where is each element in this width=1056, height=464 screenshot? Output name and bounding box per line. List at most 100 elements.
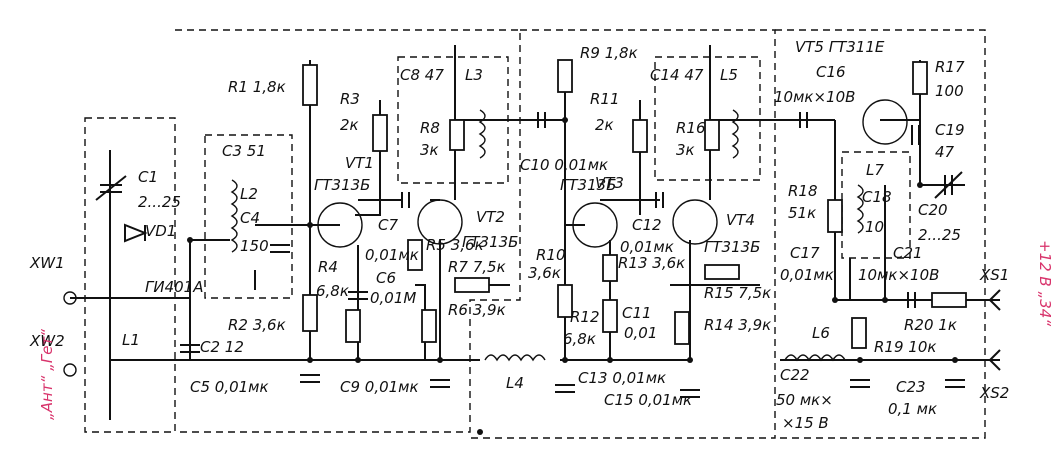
label-vd1: VD1 [145, 222, 176, 240]
resistor-r14 [674, 311, 690, 345]
label-c17v: 0,01мк [780, 266, 834, 284]
label-c3: C3 51 [222, 142, 266, 160]
connector-xw1 [63, 291, 77, 305]
label-xs2: XS2 [979, 384, 1009, 402]
capacitor-c7 [401, 192, 410, 208]
label-r16: R16 [676, 119, 706, 137]
label-r16v: 3к [676, 141, 695, 159]
label-r17: R17 [935, 58, 965, 76]
label-vt4: VT4 [726, 211, 755, 229]
label-r18v: 51к [788, 204, 816, 222]
label-c17: C17 [790, 244, 820, 262]
label-r2: R2 3,6к [228, 316, 286, 334]
label-l7: L7 [866, 161, 884, 179]
inductor-l5 [731, 109, 739, 159]
label-c14: C14 47 [650, 66, 704, 84]
junction-dots [187, 117, 958, 435]
label-xs1: XS1 [979, 266, 1009, 284]
capacitor-c23 [945, 379, 965, 388]
capacitor-c10 [537, 112, 546, 128]
resistor-r10 [557, 284, 573, 318]
label-c20v: 2...25 [918, 226, 961, 244]
label-r3: R3 [340, 90, 360, 108]
label-r11v: 2к [595, 116, 614, 134]
capacitor-c13 [555, 384, 575, 393]
label-r8: R8 [420, 119, 440, 137]
label-c7v: 0,01мк [365, 246, 419, 264]
label-r12: R12 [570, 308, 600, 326]
label-xw2: XW2 [29, 332, 65, 350]
label-l6: L6 [812, 324, 830, 342]
capacitor-c5 [300, 374, 320, 383]
label-vt1: VT1 [345, 154, 374, 172]
label-c2: C2 12 [200, 338, 244, 356]
resistor-r11 [632, 119, 648, 153]
label-c18: C18 [862, 188, 892, 206]
transistor-vt4 [672, 199, 718, 245]
inductor-l2 [230, 179, 238, 253]
transistor-vt1 [317, 202, 363, 248]
capacitor-c16 [799, 112, 808, 128]
label-l3: L3 [465, 66, 483, 84]
label-c23v: 0,1 мк [888, 400, 937, 418]
label-c16: C16 [816, 63, 846, 81]
label-l2: L2 [240, 185, 258, 203]
connector-xw2 [63, 363, 77, 377]
resistor-r1 [302, 64, 318, 106]
label-c6v: 0,01М [370, 289, 416, 307]
label-vt3: VT3 [595, 174, 624, 192]
resistor-r8 [449, 119, 465, 151]
label-vd1t: ГИ401А [145, 278, 203, 296]
label-c18v: 10 [865, 218, 884, 236]
label-r3v: 2к [340, 116, 359, 134]
label-c11v: 0,01 [624, 324, 657, 342]
label-c1: C1 [138, 168, 158, 186]
label-c11: C11 [622, 304, 652, 322]
label-c13: C13 0,01мк [578, 369, 666, 387]
label-c21v: 10мк×10В [858, 266, 939, 284]
resistor-r2 [345, 309, 361, 343]
diode-vd1 [124, 223, 148, 243]
label-r1: R1 1,8к [228, 78, 286, 96]
label-r12v: 6,8к [563, 330, 596, 348]
capacitor-c4 [270, 244, 290, 253]
label-xw1: XW1 [29, 254, 65, 272]
label-c7: C7 [378, 216, 398, 234]
label-c19: C19 [935, 121, 965, 139]
label-vt4t: ГТ313Б [704, 238, 760, 256]
side-label-left: „Ант“ „Гет“ [38, 329, 56, 420]
transistor-vt2 [417, 199, 463, 245]
label-vt5: VT5 ГТ311Е [795, 38, 885, 56]
label-r10v: 3,6к [528, 264, 561, 282]
label-r4v: 6,8к [316, 282, 349, 300]
label-r6: R6 3,9к [448, 301, 506, 319]
label-l4: L4 [506, 374, 524, 392]
label-c12v: 0,01мк [620, 238, 674, 256]
label-c15: C15 0,01мк [604, 391, 692, 409]
connector-xs1 [989, 289, 1001, 311]
label-r17v: 100 [935, 82, 964, 100]
wire-stage3 [834, 60, 1000, 301]
label-vt2t: ГТ313Б [462, 233, 518, 251]
resistor-r18 [827, 199, 843, 233]
label-r19: R19 10к [874, 338, 936, 356]
trimmer-c1 [95, 175, 127, 201]
label-vt1t: ГТ313Б [314, 176, 370, 194]
label-l1: L1 [122, 331, 140, 349]
inductor-l7 [856, 184, 864, 234]
resistor-r12 [602, 299, 618, 333]
transistor-vt3 [572, 202, 618, 248]
enclosure-main-right [470, 29, 776, 439]
enclosure-input [84, 117, 176, 433]
label-r5: R5 3,6к [426, 236, 484, 254]
label-r15: R15 7,5к [704, 284, 771, 302]
capacitor-c15 [680, 389, 700, 398]
resistor-r3 [372, 114, 388, 152]
label-r9: R9 1,8к [580, 44, 638, 62]
capacitor-c19 [911, 125, 920, 145]
label-r13: R13 3,6к [618, 254, 685, 272]
resistor-r16 [704, 119, 720, 151]
label-r20: R20 1к [904, 316, 957, 334]
label-c9: C9 0,01мк [340, 378, 419, 396]
